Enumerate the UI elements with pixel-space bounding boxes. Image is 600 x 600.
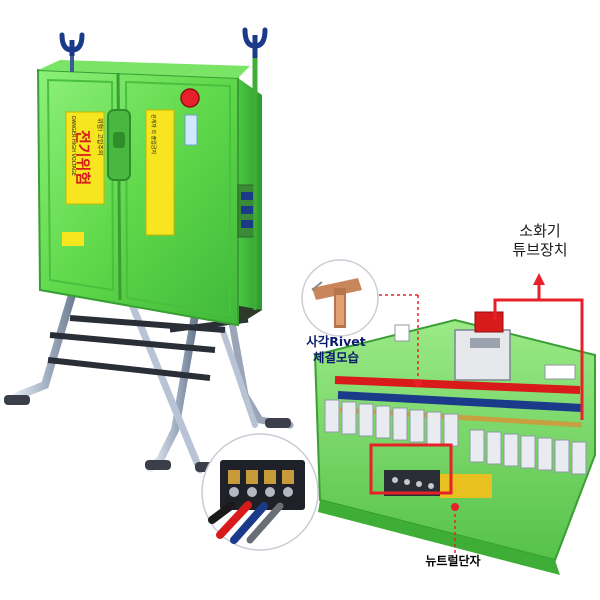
neutral-terminal-label: 뉴트럴단자 (425, 554, 481, 568)
warning-small-right: 관계자 외 출입금지 (150, 114, 157, 154)
red-button-icon (180, 88, 200, 108)
arrow-up-icon (493, 273, 584, 420)
warning-main-text: 전기위험 (74, 130, 92, 185)
extinguisher-label-line1: 소화기 (519, 222, 561, 240)
neutral-callout-box (369, 443, 453, 495)
extinguisher-tube-label: 소화기 튜브장치 (490, 222, 590, 260)
warning-small-left: DANGER HIGH VOLTAGE (70, 116, 76, 176)
warning-small-middle: 위험! 고압주의 (96, 118, 104, 155)
rivet-label: 사각Rivet 체결모습 (296, 334, 376, 365)
rivet-label-line2: 체결모습 (312, 349, 359, 365)
rivet-inset (301, 259, 379, 337)
hook-icon (242, 27, 268, 310)
rivet-label-line1: 사각Rivet (306, 334, 366, 349)
hook-icon (59, 32, 85, 72)
extinguisher-label-line2: 튜브장치 (512, 240, 568, 259)
warning-sign: DANGER HIGH VOLTAGE 위험! 고압주의 관계자 외 출입금지 … (65, 109, 175, 236)
terminal-block-inset (201, 433, 319, 551)
stand (4, 281, 294, 474)
